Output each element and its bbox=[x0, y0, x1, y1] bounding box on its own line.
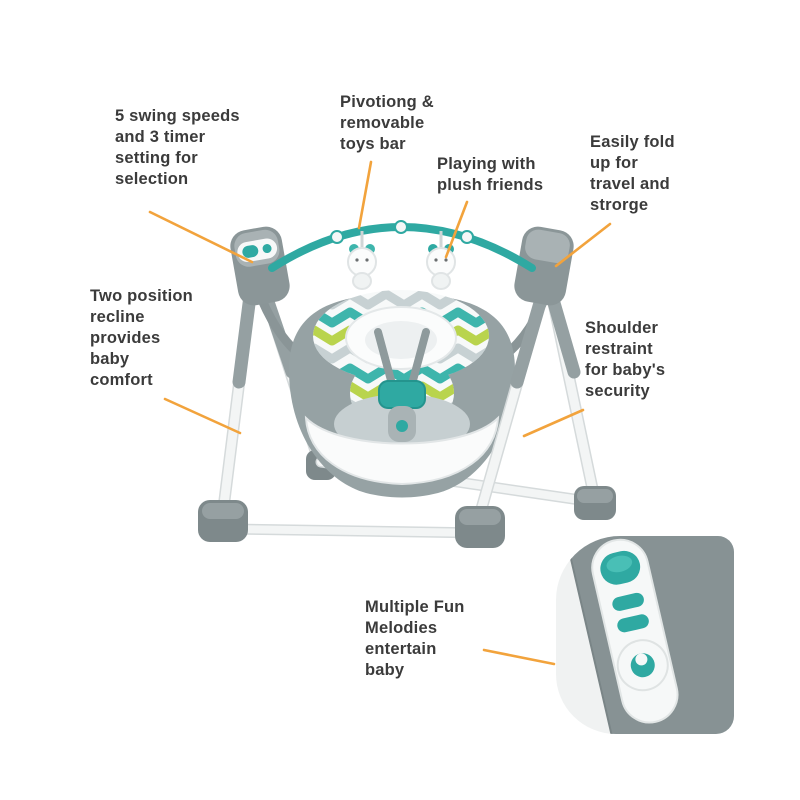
callout-melodies: Multiple Fun Melodies entertain baby bbox=[365, 598, 465, 679]
strap-patch bbox=[378, 380, 426, 409]
callout-fold-up: Easily fold up for travel and strorge bbox=[590, 133, 675, 214]
control-panel-closeup bbox=[568, 536, 734, 734]
right-motor-housing bbox=[514, 226, 574, 306]
callout-line-plush-friends bbox=[444, 200, 469, 259]
callout-line-fold-up bbox=[554, 222, 612, 268]
shoulder-straps bbox=[374, 328, 430, 388]
toy-bar-bead bbox=[460, 230, 474, 244]
callout-lines bbox=[148, 160, 612, 666]
callout-plush-friends: Playing with plush friends bbox=[437, 155, 544, 194]
callout-shoulder-restraint: Shoulder restraint for baby's security bbox=[585, 319, 666, 400]
callout-line-recline bbox=[163, 397, 242, 435]
toy-bar-bead bbox=[394, 220, 408, 234]
speed-button bbox=[242, 245, 259, 258]
timer-button bbox=[262, 244, 272, 254]
front-frame bbox=[198, 289, 549, 548]
callout-line-melodies bbox=[482, 648, 556, 666]
plush-friend-right bbox=[426, 231, 456, 290]
callout-line-swing-speeds bbox=[148, 210, 254, 264]
seat bbox=[289, 290, 515, 498]
callout-toys-bar: Pivotiong & removable toys bar bbox=[340, 93, 434, 153]
melody-pill-button bbox=[617, 614, 649, 633]
callout-recline: Two position recline provides baby comfo… bbox=[90, 287, 193, 389]
buckle-dot bbox=[396, 420, 408, 432]
seat-bolster bbox=[304, 415, 500, 486]
callout-line-toys-bar bbox=[357, 160, 373, 230]
callout-swing-speeds: 5 swing speeds and 3 timer setting for s… bbox=[115, 107, 240, 188]
speed-pill-button bbox=[612, 592, 644, 611]
toy-bar bbox=[268, 220, 536, 272]
plush-friend-left bbox=[347, 231, 377, 290]
control-panel-inset bbox=[556, 536, 734, 734]
callout-line-shoulder-restraint bbox=[522, 408, 585, 438]
toy-bar-bead bbox=[330, 230, 344, 244]
